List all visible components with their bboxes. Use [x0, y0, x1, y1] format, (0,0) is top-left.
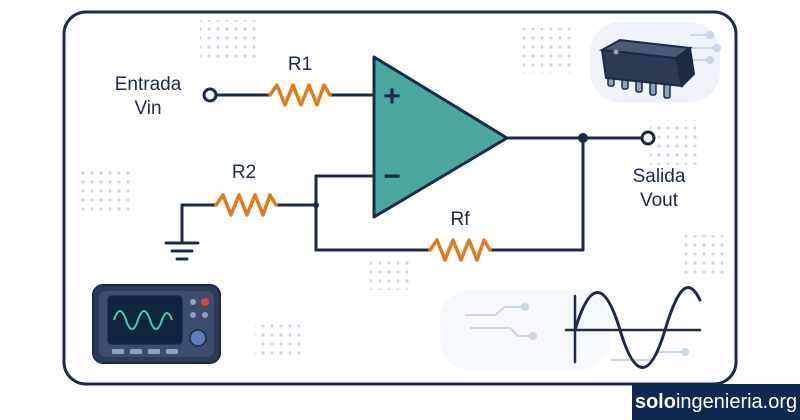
- output-title: Salida: [633, 166, 686, 187]
- circuit-wires: [180, 93, 644, 252]
- label-r1: R1: [288, 54, 312, 75]
- background-decoration: [80, 20, 725, 370]
- resistor-rf: [428, 238, 492, 262]
- input-sub: Vin: [134, 98, 161, 119]
- output-junction: [578, 133, 588, 143]
- feedback-junction: [313, 202, 319, 208]
- label-r2: R2: [232, 162, 256, 183]
- sine-wave-icon: [564, 286, 702, 369]
- op-amp-triangle: [372, 55, 509, 219]
- input-terminal: [202, 87, 218, 103]
- oscilloscope-icon: [92, 284, 221, 364]
- resistor-r1: [268, 83, 332, 107]
- label-rf: Rf: [451, 209, 471, 230]
- ground-icon: [164, 241, 200, 261]
- ic-chip-icon: [598, 38, 696, 99]
- watermark-prefix: solo: [634, 391, 676, 413]
- output-sub: Vout: [640, 190, 679, 211]
- plus-sign: +: [383, 80, 401, 113]
- watermark-suffix: ingenieria.org: [675, 391, 798, 413]
- resistor-r2: [214, 193, 278, 217]
- output-terminal: [640, 130, 656, 146]
- watermark-badge: soloingenieria.org: [632, 384, 800, 420]
- input-title: Entrada: [115, 74, 182, 95]
- minus-sign: −: [383, 160, 401, 193]
